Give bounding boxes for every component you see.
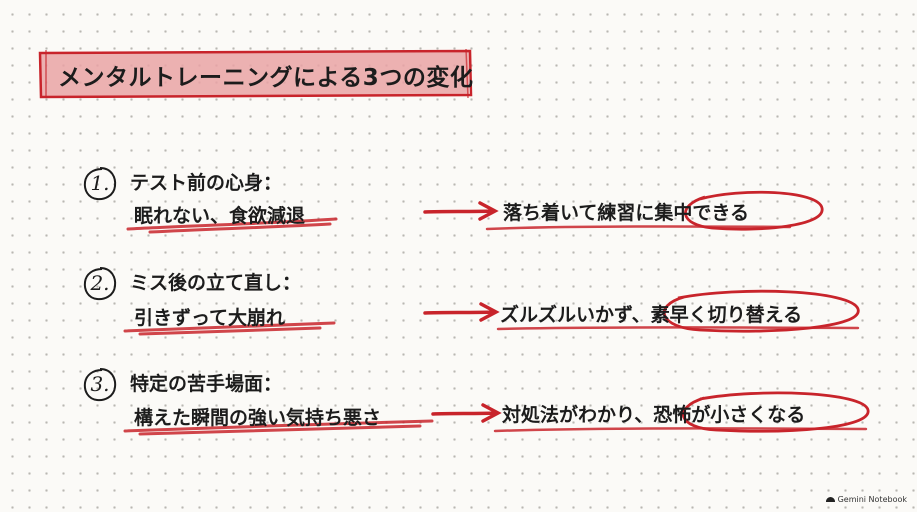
arrow-icon-1	[423, 201, 499, 221]
underline-after-2	[496, 326, 860, 331]
highlight-circle-3	[682, 391, 870, 433]
number-badge-1: 1.	[82, 166, 118, 202]
item-after-3: 対処法がわかり、恐怖が小さくなる	[502, 404, 806, 426]
number-badge-2: 2.	[82, 266, 118, 302]
item-before-2: 引きずって大崩れ	[134, 307, 286, 329]
arrow-icon-2	[423, 302, 500, 322]
title-banner: メンタルトレーニングによる3つの変化	[38, 48, 474, 100]
underline-before-3	[123, 419, 434, 436]
item-before-3: 構えた瞬間の強い気持ち悪さ	[134, 407, 382, 429]
number-badge-3: 3.	[82, 367, 118, 403]
highlight-circle-1	[684, 190, 824, 231]
logo-text: Gemini Notebook	[837, 495, 907, 504]
item-heading-1: テスト前の心身：	[130, 172, 283, 194]
item-after-2: ズルズルいかず、素早く切り替える	[500, 304, 803, 326]
underline-before-2	[123, 321, 336, 336]
underline-after-1	[485, 225, 792, 231]
arrow-icon-3	[431, 403, 502, 423]
number-label-2: 2.	[90, 271, 110, 295]
page-title: メンタルトレーニングによる3つの変化	[58, 65, 474, 91]
underline-before-1	[126, 217, 338, 234]
item-heading-3: 特定の苦手場面：	[130, 373, 283, 395]
item-before-1: 眠れない、食欲減退	[134, 205, 306, 227]
title-banner-frame	[38, 48, 473, 99]
item-after-1: 落ち着いて練習に集中できる	[503, 202, 750, 224]
highlight-circle-2	[662, 289, 860, 333]
logo-icon	[825, 497, 835, 502]
item-heading-2: ミス後の立て直し：	[130, 272, 302, 294]
gemini-notebook-logo: Gemini Notebook	[825, 495, 907, 504]
number-label-1: 1.	[90, 171, 110, 195]
number-label-3: 3.	[90, 372, 110, 396]
